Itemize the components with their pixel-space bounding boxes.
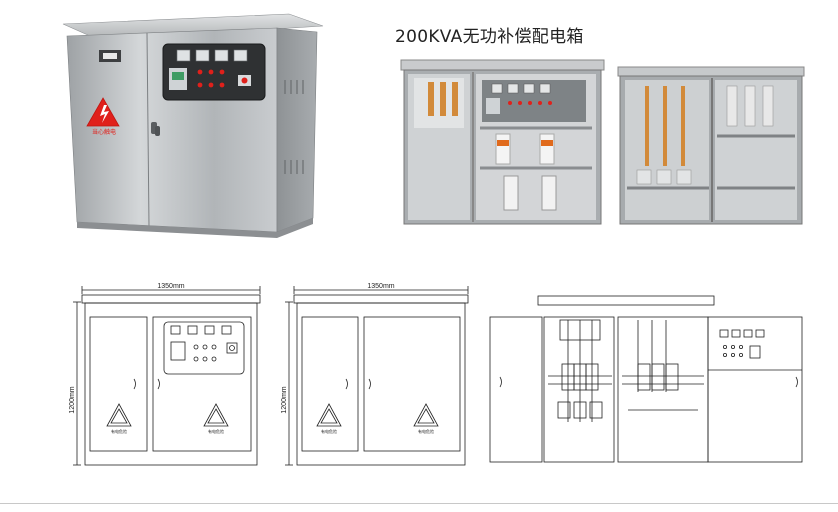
front-height-label: 1200mm	[69, 386, 76, 413]
front-width-label: 1350mm	[157, 283, 184, 290]
warning-caption: 当心触电	[92, 128, 116, 136]
front-warning-left: 有电危险	[111, 428, 127, 434]
rear-width-label: 1350mm	[367, 283, 394, 290]
front-warning-right: 有电危险	[208, 428, 224, 434]
open-layout-drawing	[489, 295, 803, 463]
cabinet-interior-photo	[617, 66, 805, 225]
rear-height-label: 1200mm	[281, 386, 288, 413]
rear-warning-left: 有电危险	[321, 428, 337, 434]
cabinet-closed-photo: 当心触电	[62, 13, 324, 238]
rear-elevation-drawing: 1350mm 1200mm 有电危险 有电危险	[281, 283, 469, 466]
product-title: 200KVA无功补偿配电箱	[395, 27, 584, 47]
front-elevation-drawing: 1350mm 1200mm 有电危险 有电危险	[69, 283, 261, 466]
cabinet-open-photo	[400, 59, 605, 225]
footer-divider	[0, 503, 838, 504]
rear-warning-right: 有电危险	[418, 428, 434, 434]
